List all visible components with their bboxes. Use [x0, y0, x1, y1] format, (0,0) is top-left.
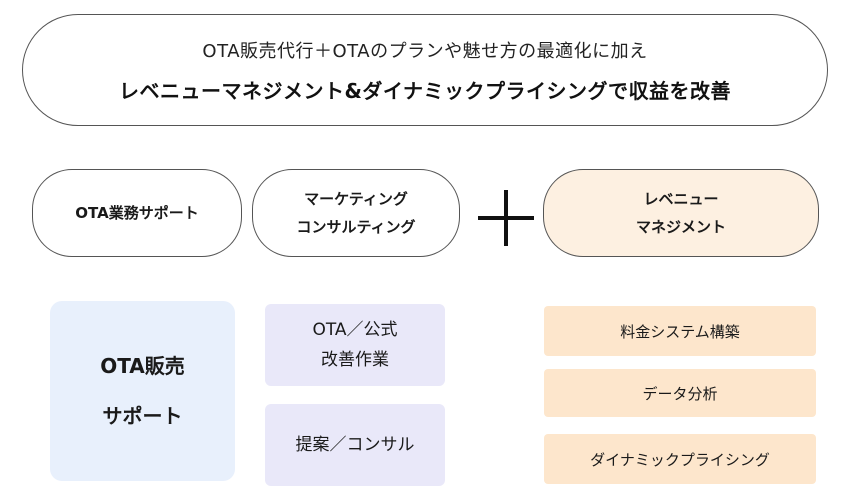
pill-marketing-consulting: マーケティング コンサルティング	[252, 169, 460, 257]
box-improve-line-1: OTA／公式	[312, 320, 398, 340]
box-dynamic-pricing-label: ダイナミックプライシング	[590, 450, 770, 469]
pill-marketing-line-1: マーケティング	[304, 190, 408, 208]
box-proposal-label: 提案／コンサル	[295, 435, 415, 455]
pill-marketing-line-2: コンサルティング	[296, 218, 416, 236]
box-improve-line-2: 改善作業	[321, 350, 389, 370]
box-ota-official-improvement: OTA／公式 改善作業	[265, 304, 445, 386]
pill-revenue-line-2: マネジメント	[635, 218, 726, 236]
summary-banner: OTA販売代行＋OTAのプランや魅せ方の最適化に加え レベニューマネジメント&ダ…	[22, 14, 828, 126]
pill-revenue-line-1: レベニュー	[643, 190, 719, 208]
box-proposal-consulting: 提案／コンサル	[265, 404, 445, 486]
box-ota-sales-line-2: サポート	[102, 404, 183, 428]
plus-icon	[478, 190, 534, 246]
summary-line-2: レベニューマネジメント&ダイナミックプライシングで収益を改善	[118, 78, 732, 103]
box-ota-sales-support: OTA販売 サポート	[50, 301, 235, 481]
box-data-analysis: データ分析	[544, 369, 816, 417]
pill-ota-support-label: OTA業務サポート	[75, 204, 199, 222]
summary-line-1: OTA販売代行＋OTAのプランや魅せ方の最適化に加え	[202, 40, 648, 62]
box-dynamic-pricing: ダイナミックプライシング	[544, 434, 816, 484]
box-ota-sales-line-1: OTA販売	[100, 354, 185, 378]
box-pricing-system: 料金システム構築	[544, 306, 816, 356]
box-data-analysis-label: データ分析	[642, 384, 718, 403]
pill-revenue-management: レベニュー マネジメント	[543, 169, 819, 257]
pill-ota-support: OTA業務サポート	[32, 169, 242, 257]
box-pricing-system-label: 料金システム構築	[620, 322, 740, 341]
